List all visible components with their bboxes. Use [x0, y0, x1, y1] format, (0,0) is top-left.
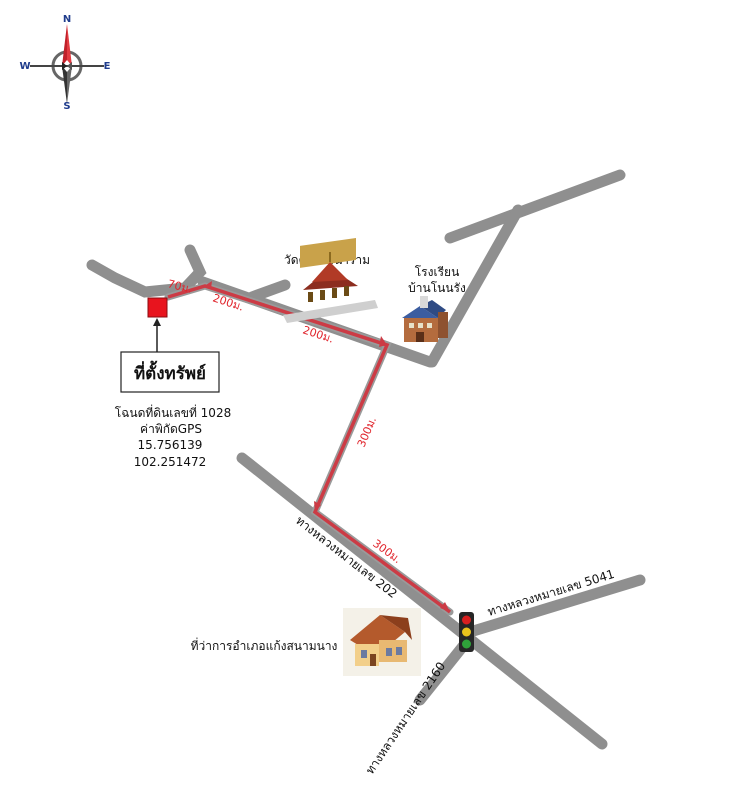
compass-icon: N S E W — [19, 14, 110, 112]
district-office-icon — [343, 608, 421, 676]
distance-label-70m: 70ม. — [166, 277, 193, 296]
school-label-line1: โรงเรียน — [415, 265, 460, 279]
route-path — [164, 281, 454, 616]
property-gps-label: ค่าพิกัดGPS — [140, 422, 202, 436]
property-deed-number: โฉนดที่ดินเลขที่ 1028 — [115, 404, 231, 420]
road-northeast — [444, 169, 626, 244]
highway-2160-label: ทางหลวงหมายเลข 2160 — [363, 659, 448, 776]
compass-west-label: W — [19, 61, 30, 72]
property-title: ที่ตั้งทรัพย์ — [134, 360, 206, 384]
road-highway-5041 — [464, 574, 646, 638]
compass-north-label: N — [63, 14, 71, 25]
property-title-box — [120, 351, 220, 393]
temple-icon — [283, 237, 378, 323]
school-icon — [402, 296, 448, 342]
road-stub-temple — [246, 279, 291, 303]
compass-east-label: E — [104, 61, 111, 72]
road-upper-left — [86, 244, 207, 298]
school-label-line2: บ้านโนนรัง — [408, 281, 466, 295]
property-marker — [147, 297, 168, 352]
property-longitude: 102.251472 — [134, 455, 207, 469]
road-highway-202 — [236, 452, 608, 750]
compass-south-label: S — [63, 101, 70, 112]
property-latitude: 15.756139 — [138, 438, 203, 452]
district-office-label: ที่ว่าการอำเภอแก้งสนามนาง — [191, 637, 338, 653]
traffic-light-icon — [459, 612, 474, 652]
